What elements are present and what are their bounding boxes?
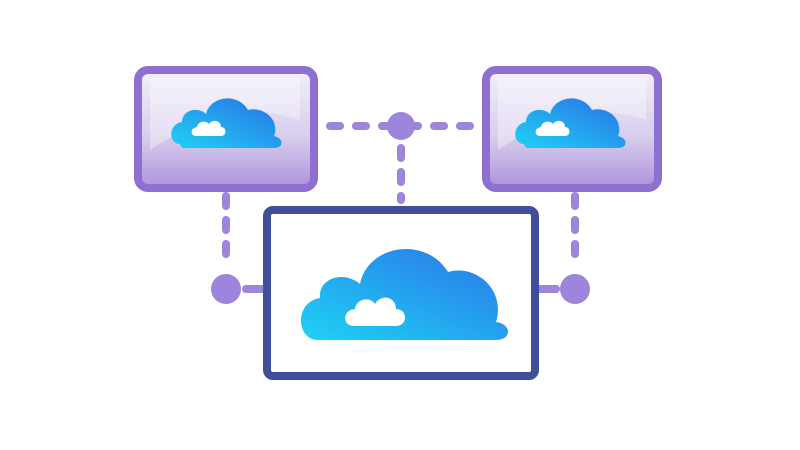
connector-node-right bbox=[560, 274, 590, 304]
connector-node-top bbox=[387, 112, 415, 140]
top-left-cloud-screen bbox=[134, 66, 318, 192]
cloud-icon bbox=[171, 98, 282, 148]
main-cloud-screen bbox=[263, 206, 539, 380]
cloud-icon bbox=[301, 249, 508, 340]
top-right-cloud-screen bbox=[482, 66, 662, 192]
connector-nodes bbox=[211, 112, 590, 304]
cloud-icon bbox=[515, 98, 626, 148]
connector-node-left bbox=[211, 274, 241, 304]
connector-lines bbox=[222, 122, 579, 293]
